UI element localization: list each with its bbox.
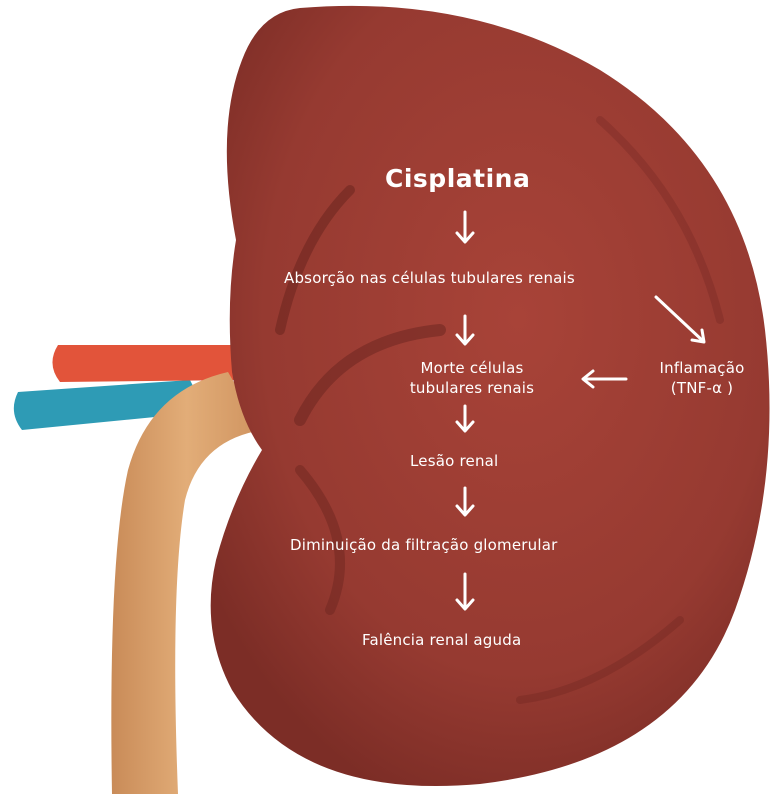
vessel-marker-dot (135, 326, 143, 334)
step-glomerular-filtration: Diminuição da filtração glomerular (290, 535, 558, 555)
inflammation-label: Inflamação (634, 358, 770, 378)
inflammation-node: Inflamação (TNF-α ) (634, 358, 770, 398)
step-absorption: Absorção nas células tubulares renais (284, 268, 575, 288)
step-cell-death: Morte células tubulares renais (382, 358, 562, 398)
step-renal-injury: Lesão renal (410, 451, 498, 471)
step-cell-death-line-1: Morte células (382, 358, 562, 378)
step-acute-renal-failure: Falência renal aguda (362, 630, 521, 650)
tnf-alpha-label: (TNF-α ) (634, 378, 770, 398)
step-cell-death-line-2: tubulares renais (382, 378, 562, 398)
diagram-title: Cisplatina (385, 164, 530, 194)
